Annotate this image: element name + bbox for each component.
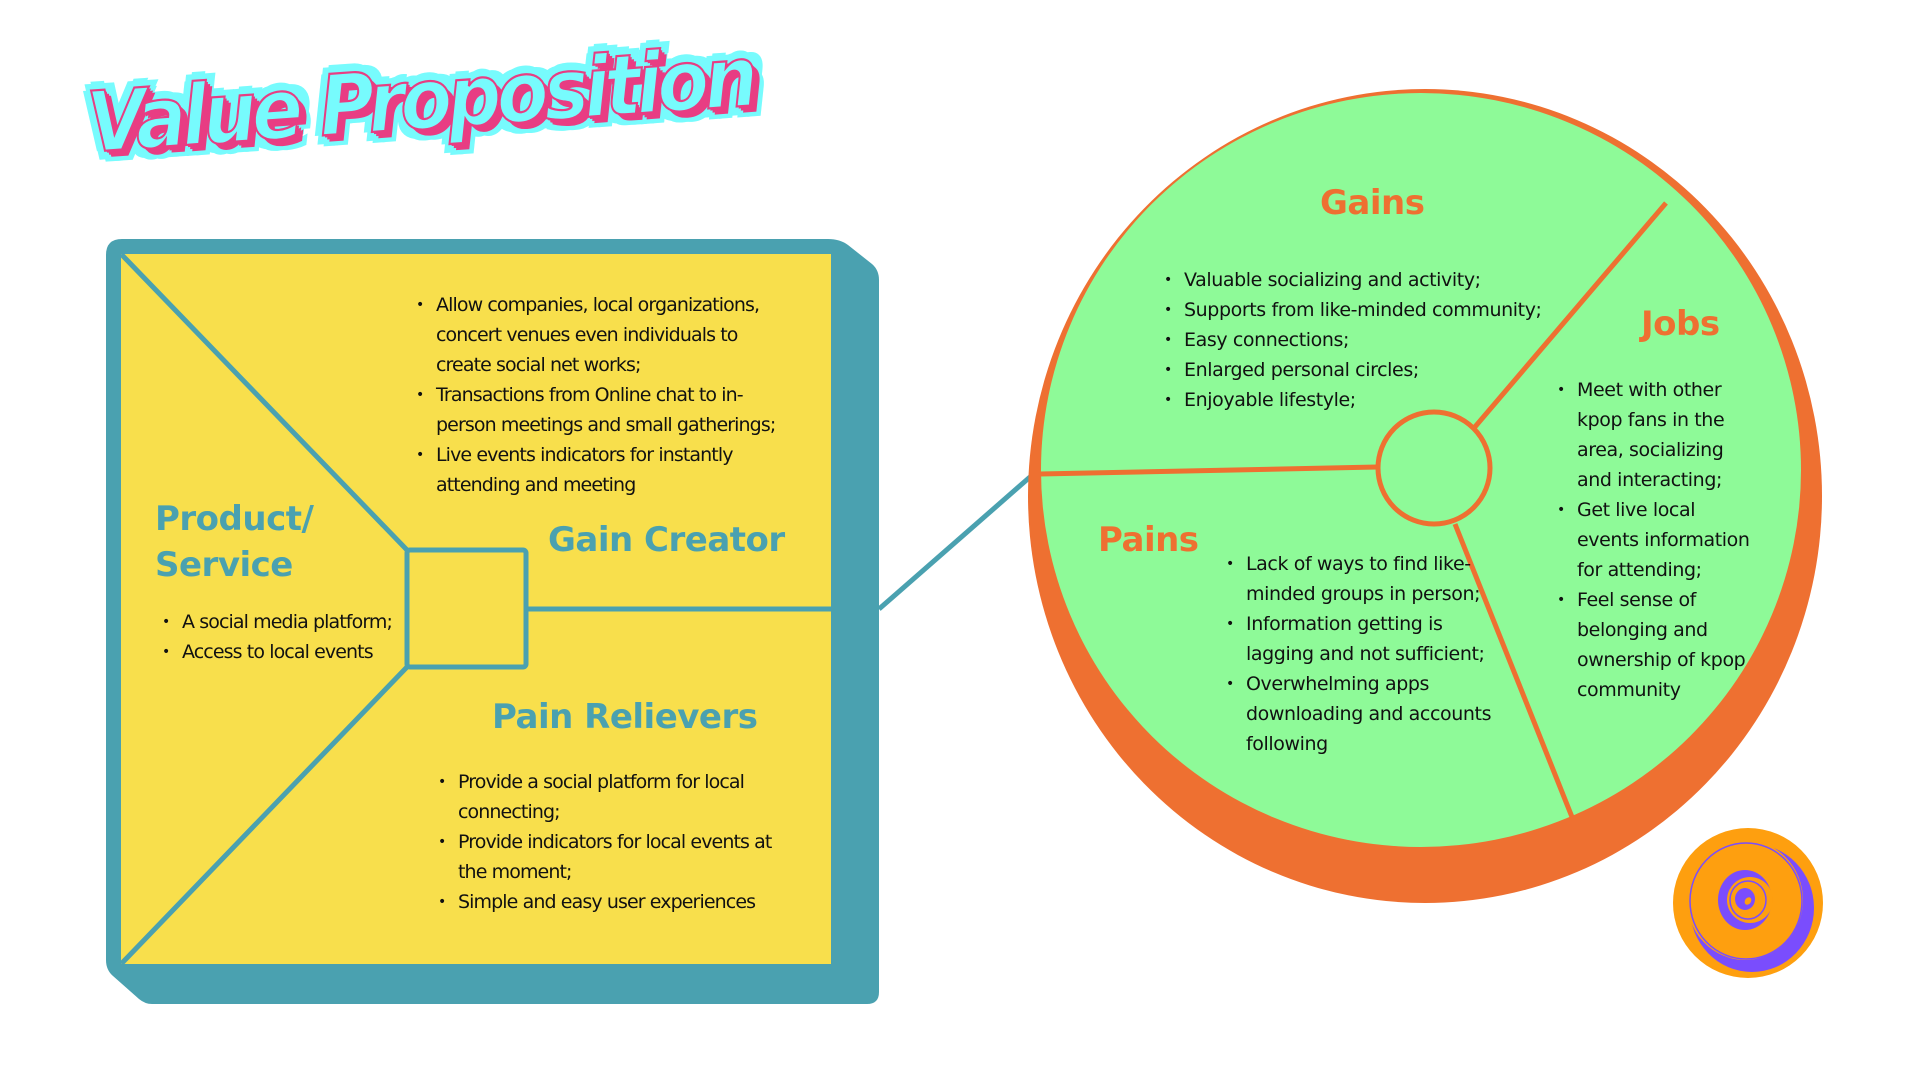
divider-bottom-diagonal [120, 664, 410, 965]
swirl-logo-icon [1673, 828, 1823, 978]
list-item: Enjoyable lifestyle; [1164, 385, 1564, 415]
gain-creator-list: Allow companies, local organizations,con… [414, 290, 836, 500]
list-item: Enlarged personal circles; [1164, 355, 1564, 385]
list-item: Provide indicators for local events atth… [438, 827, 858, 887]
connector-line [877, 475, 1032, 611]
list-item: Live events indicators for instantlyatte… [416, 440, 836, 500]
list-item: Lack of ways to find like-minded groups … [1226, 549, 1546, 609]
product-service-list: A social media platform; Access to local… [160, 607, 442, 667]
list-item: Simple and easy user experiences [438, 887, 858, 917]
divider-gains-pains [1039, 464, 1378, 477]
product-service-heading: Product/ Service [155, 499, 314, 585]
list-item: A social media platform; [162, 607, 442, 637]
gains-heading: Gains [1320, 183, 1425, 223]
pains-list: Lack of ways to find like-minded groups … [1224, 549, 1546, 759]
list-item: Transactions from Online chat to in-pers… [416, 380, 836, 440]
list-item: Supports from like-minded community; [1164, 295, 1564, 325]
list-item: Provide a social platform for localconne… [438, 767, 858, 827]
divider-top-diagonal [120, 253, 410, 553]
list-item: Access to local events [162, 637, 442, 667]
list-item: Valuable socializing and activity; [1164, 265, 1564, 295]
jobs-heading: Jobs [1641, 304, 1720, 344]
list-item: Allow companies, local organizations,con… [416, 290, 836, 380]
pain-relievers-list: Provide a social platform for localconne… [436, 767, 858, 917]
gains-list: Valuable socializing and activity; Suppo… [1162, 265, 1564, 415]
pains-heading: Pains [1098, 520, 1199, 560]
gain-creator-heading: Gain Creator [548, 520, 785, 560]
list-item: Easy connections; [1164, 325, 1564, 355]
pain-relievers-heading: Pain Relievers [492, 697, 758, 737]
